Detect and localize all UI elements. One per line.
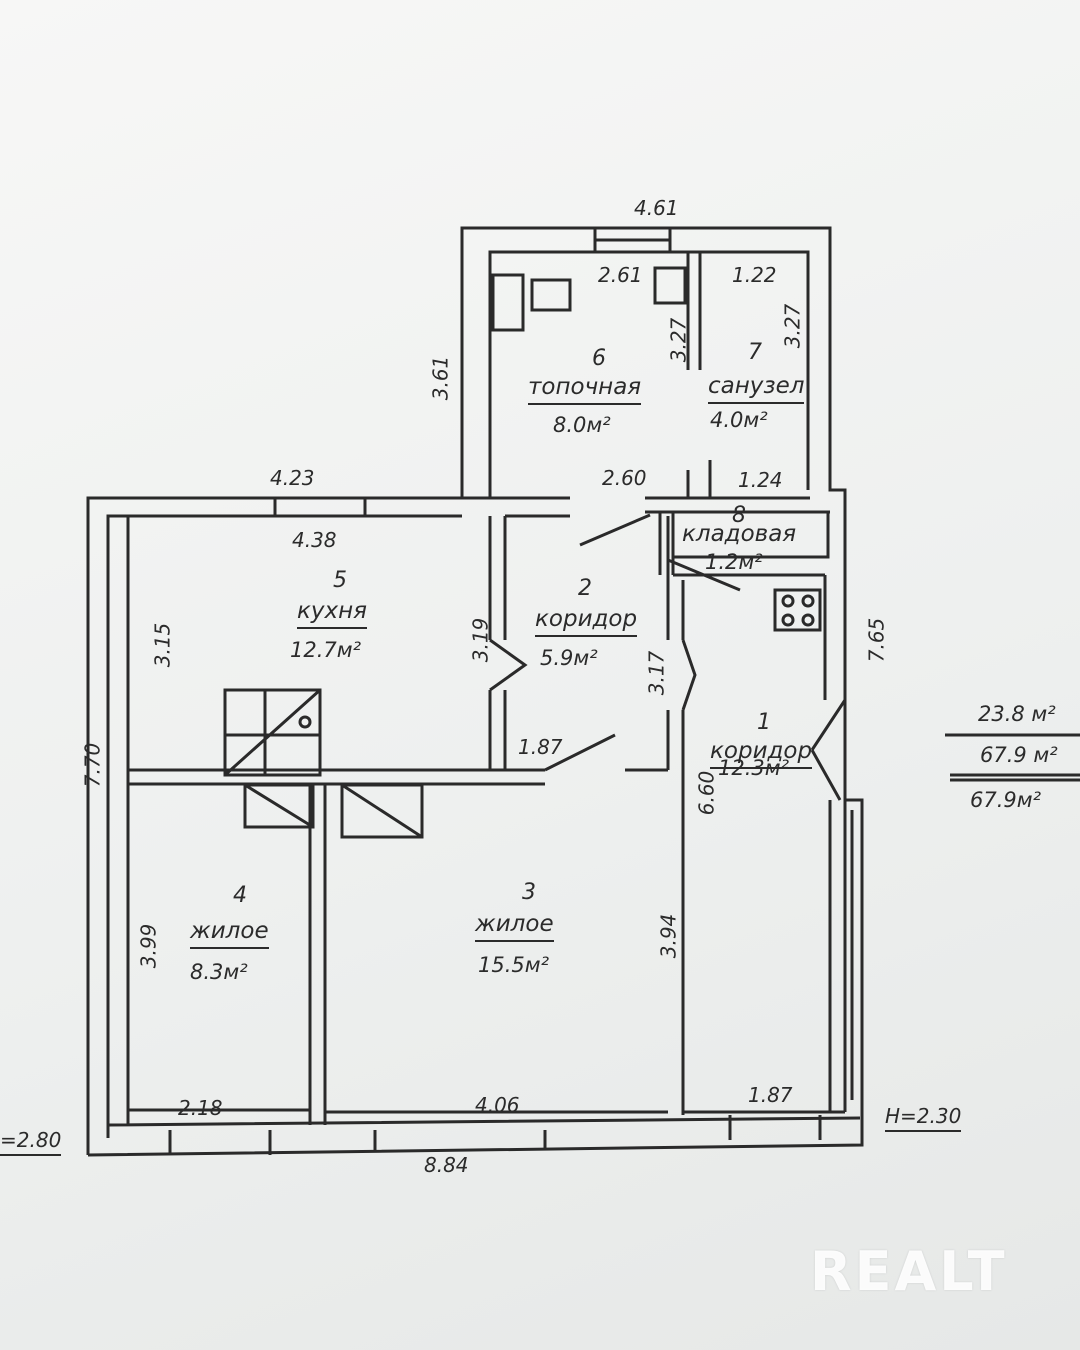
room3-number: 3: [522, 880, 536, 905]
room5-name: кухня: [297, 600, 367, 629]
ceiling-height-right: H=2.30: [885, 1106, 962, 1132]
dim-label: 2.61: [598, 263, 643, 287]
room8-number: 8: [732, 503, 746, 528]
kitchen-right-wall: [488, 516, 507, 770]
boiler-bottom-wall: [462, 496, 830, 514]
dim-label: 1.24: [738, 468, 783, 492]
room5-area: 12.7м²: [290, 638, 362, 662]
door: [544, 733, 616, 772]
window: [593, 228, 672, 252]
room7-name: санузел: [708, 375, 805, 404]
door: [667, 558, 741, 592]
total-living-area: 23.8 м²: [978, 702, 1056, 726]
room1-number: 1: [757, 710, 771, 735]
room6-number: 6: [592, 346, 606, 371]
room6-name: топочная: [528, 376, 642, 405]
sink-drain: [298, 715, 312, 729]
dim-label: 6.60: [694, 770, 719, 816]
door: [810, 699, 847, 801]
stove-icon: [773, 588, 822, 632]
room2-name: коридор: [535, 608, 638, 637]
dim-label: 8.84: [424, 1153, 469, 1177]
bath-wall: [686, 252, 712, 498]
total-area: 67.9 м²: [980, 743, 1058, 767]
door: [579, 513, 651, 547]
burner: [801, 613, 815, 627]
furnace-icon: [243, 783, 315, 829]
burner: [781, 613, 795, 627]
room7-area: 4.0м²: [710, 408, 768, 432]
outer-wall-line: [86, 226, 864, 1157]
dim-label: 3.27: [780, 303, 805, 349]
dim-label: 1.87: [518, 735, 563, 759]
window: [728, 1115, 822, 1140]
door: [489, 638, 528, 692]
totals-line: [945, 733, 1080, 782]
room4-number: 4: [233, 883, 247, 908]
room2-number: 2: [578, 576, 592, 601]
sink-icon-detail: [223, 688, 322, 777]
dim-label: 3.61: [428, 355, 453, 401]
room4-area: 8.3м²: [190, 960, 248, 984]
room5-number: 5: [333, 568, 347, 593]
room7-number: 7: [748, 340, 762, 365]
room1-name: коридор: [710, 740, 813, 769]
outer-wall-inner-line: [488, 250, 810, 498]
dim-label: 3.19: [468, 617, 493, 663]
dim-label: 3.94: [656, 913, 681, 959]
furnace-detail: [244, 783, 314, 829]
boiler-icon: [491, 273, 525, 332]
room8-name: кладовая: [682, 521, 797, 547]
furnace-detail: [341, 783, 423, 839]
burner: [801, 594, 815, 608]
room3-area: 15.5м²: [478, 953, 550, 977]
dim-label: 3.27: [666, 317, 691, 363]
burner: [781, 594, 795, 608]
total-area-alt: 67.9м²: [970, 788, 1042, 812]
dim-label: 4.06: [475, 1093, 520, 1117]
window: [168, 1130, 547, 1155]
room4-room3-wall: [308, 784, 327, 1125]
ceiling-height-left: =2.80: [0, 1130, 62, 1156]
dim-label: 4.38: [292, 528, 337, 552]
room8-area: 1.2м²: [705, 550, 763, 574]
room4-name: жилое: [190, 920, 269, 949]
room1-area: 12.3м²: [718, 756, 790, 780]
dim-label: 1.22: [732, 263, 777, 287]
dim-label: 3.15: [150, 622, 175, 668]
door: [681, 639, 697, 711]
furnace-icon: [340, 783, 424, 839]
bottom-inner-wall: [107, 1108, 861, 1127]
dim-label: 7.65: [864, 617, 889, 663]
room3-name: жилое: [475, 913, 554, 942]
boiler-icon: [530, 278, 572, 312]
dim-label: 2.60: [602, 466, 647, 490]
dim-label: 3.17: [644, 650, 669, 696]
outer-wall-inner-line: [106, 514, 462, 1138]
storage-box: [671, 510, 830, 559]
dim-label: 3.99: [136, 923, 161, 969]
dim-label: 4.61: [634, 196, 679, 220]
corridor2-right-wall: [666, 516, 685, 1115]
dim-label: 1.87: [748, 1083, 793, 1107]
corridor2-top-wall: [505, 496, 570, 518]
realt-watermark: REALT: [810, 1240, 1008, 1303]
window: [273, 498, 367, 516]
corridor1-right-wall: [823, 575, 847, 1112]
room2-area: 5.9м²: [540, 646, 598, 670]
dim-label: 7.70: [80, 742, 105, 788]
dim-label: 4.23: [270, 466, 315, 490]
kitchen-bottom-wall: [128, 768, 545, 786]
storage-wall: [658, 512, 825, 577]
room6-area: 8.0м²: [553, 413, 611, 437]
dim-label: 2.18: [178, 1096, 223, 1120]
washbasin-icon: [653, 266, 687, 305]
sink-icon: [223, 688, 322, 777]
